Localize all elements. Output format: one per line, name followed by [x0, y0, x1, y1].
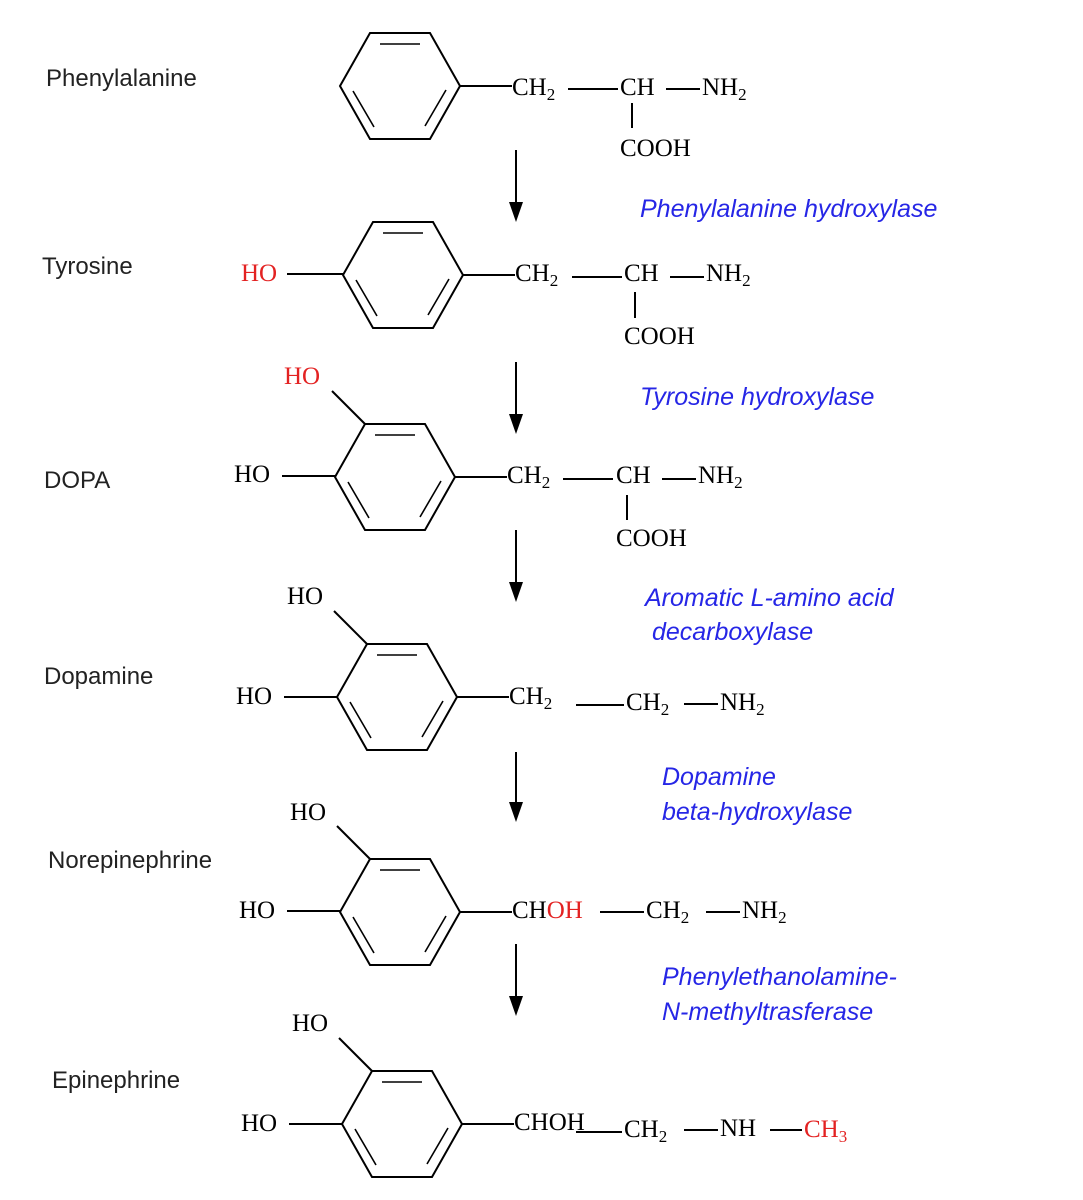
carboxyl-group: COOH — [616, 525, 687, 552]
enzyme-dbh-line1: Dopamine — [662, 763, 776, 791]
compound-name-dopa: DOPA — [44, 467, 110, 494]
nh2-group: NH2 — [742, 897, 787, 927]
hydroxyl-group-3: HO — [287, 583, 323, 610]
hydroxyl-group-new: HO — [284, 363, 320, 390]
benzene-ring — [335, 643, 459, 751]
reaction-arrow-3 — [509, 530, 523, 602]
choh-group: CHOH — [514, 1109, 585, 1136]
compound-name-phenylalanine: Phenylalanine — [46, 65, 197, 92]
enzyme-pnmt-line2: N-methyltrasferase — [662, 998, 873, 1026]
benzene-ring — [333, 423, 457, 531]
ch2-group: CH2 — [512, 74, 555, 104]
enzyme-phenylalanine-hydroxylase: Phenylalanine hydroxylase — [640, 195, 937, 223]
hydroxyl-group-3: HO — [290, 799, 326, 826]
enzyme-aadc-line2: decarboxylase — [645, 618, 813, 646]
ch2-group: CH2 — [646, 897, 689, 927]
benzene-ring — [341, 221, 465, 329]
compound-name-epinephrine: Epinephrine — [52, 1067, 180, 1094]
ch2-group: CH2 — [624, 1116, 667, 1146]
carboxyl-group: COOH — [620, 135, 691, 162]
compound-name-norepinephrine: Norepinephrine — [48, 847, 212, 874]
hydroxyl-group-3: HO — [292, 1010, 328, 1037]
compound-name-tyrosine: Tyrosine — [42, 253, 133, 280]
reaction-arrow-2 — [509, 362, 523, 434]
reaction-arrow-4 — [509, 752, 523, 822]
ch2-group: CH2 — [509, 683, 552, 713]
benzene-ring — [338, 858, 462, 966]
choh-group: CHOH — [512, 897, 583, 924]
nh2-group: NH2 — [720, 689, 765, 719]
reaction-arrow-5 — [509, 944, 523, 1016]
enzyme-pnmt-line1: Phenylethanolamine- — [662, 963, 897, 991]
nh2-group: NH2 — [698, 462, 743, 492]
hydroxyl-group-4: HO — [239, 897, 275, 924]
compound-name-dopamine: Dopamine — [44, 663, 153, 690]
enzyme-tyrosine-hydroxylase: Tyrosine hydroxylase — [640, 383, 874, 411]
nh-group: NH — [720, 1115, 756, 1142]
structure-tyrosine: HO CH2 CH NH2 COOH — [241, 221, 751, 350]
reaction-arrow-1 — [509, 150, 523, 222]
carboxyl-group: COOH — [624, 323, 695, 350]
structure-dopa: HO HO CH2 CH NH2 COOH — [234, 363, 743, 552]
ch2-group: CH2 — [515, 260, 558, 290]
methyl-group-new: CH3 — [804, 1116, 847, 1146]
ch2-group: CH2 — [507, 462, 550, 492]
hydroxyl-group-new: HO — [241, 260, 277, 287]
hydroxyl-group-4: HO — [236, 683, 272, 710]
benzene-ring — [340, 1070, 464, 1178]
structure-phenylalanine: CH2 CH NH2 COOH — [338, 32, 747, 162]
enzyme-aadc-line1: Aromatic L-amino acid — [643, 584, 895, 612]
ch2-group-2: CH2 — [626, 689, 669, 719]
structure-norepinephrine: HO HO CHOH CH2 NH2 — [239, 799, 787, 966]
nh2-group: NH2 — [702, 74, 747, 104]
ch-group: CH — [620, 74, 655, 101]
ch-group: CH — [616, 462, 651, 489]
structure-dopamine: HO HO CH2 CH2 NH2 — [236, 583, 765, 751]
nh2-group: NH2 — [706, 260, 751, 290]
structure-epinephrine: HO HO CHOH CH2 NH CH3 — [241, 1010, 847, 1178]
enzyme-dbh-line2: beta-hydroxylase — [662, 798, 852, 826]
ch-group: CH — [624, 260, 659, 287]
hydroxyl-group-4: HO — [241, 1110, 277, 1137]
benzene-ring — [338, 32, 462, 140]
hydroxyl-group: HO — [234, 461, 270, 488]
